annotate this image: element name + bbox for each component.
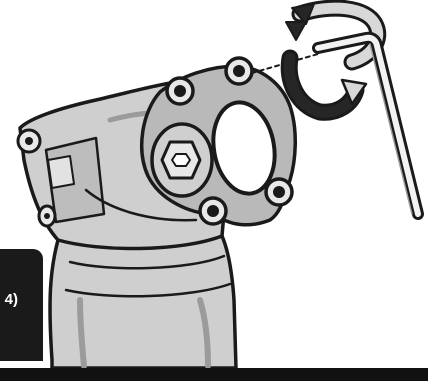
side-clamp-bolt xyxy=(18,130,40,152)
side-clamp-bolt xyxy=(39,206,55,226)
bolt-bottom-right xyxy=(266,179,292,205)
steerer-tube xyxy=(50,236,236,368)
bolt-top-right xyxy=(226,58,252,84)
bolt-bottom-left xyxy=(200,198,226,224)
step-number: 4) xyxy=(0,290,18,310)
hex-key xyxy=(318,38,418,214)
bottom-bar xyxy=(0,368,428,381)
rotation-arrow-icon xyxy=(286,4,378,112)
bolt-top-left xyxy=(167,78,193,104)
